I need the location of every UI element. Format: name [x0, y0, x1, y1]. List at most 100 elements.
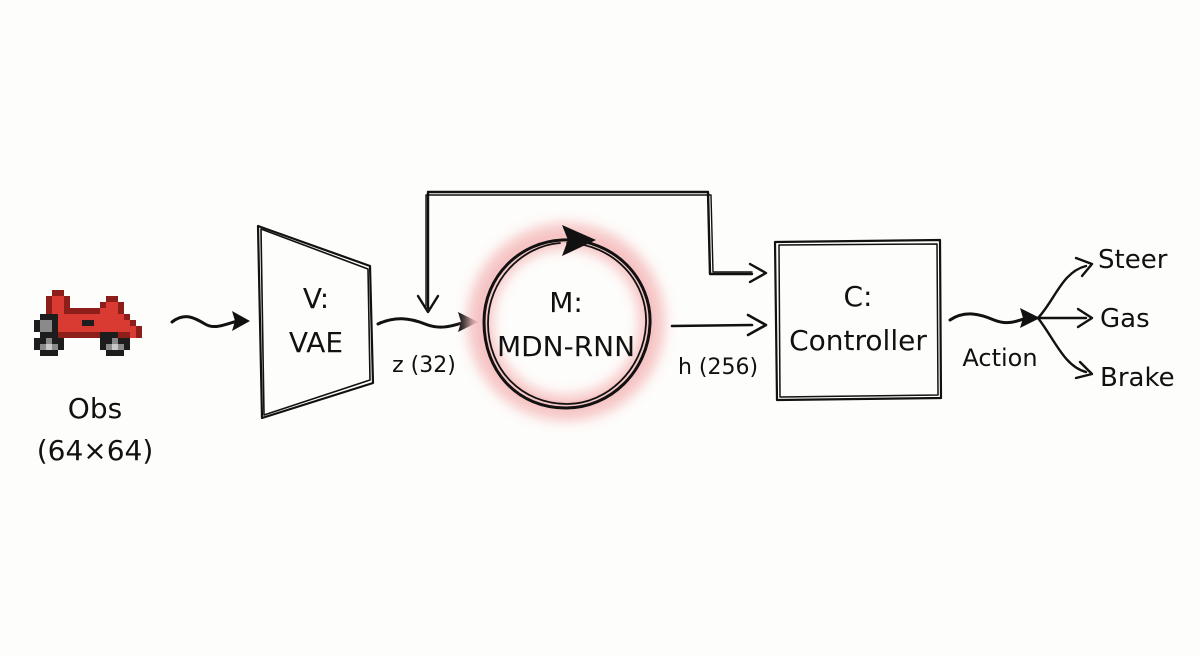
car-pixel — [34, 344, 40, 350]
car-pixel — [46, 326, 52, 332]
car-pixel — [82, 320, 88, 326]
car-pixel — [70, 308, 76, 314]
car-pixel — [100, 344, 106, 350]
car-pixel — [118, 320, 124, 326]
car-pixel — [136, 326, 142, 332]
car-pixel — [76, 314, 82, 320]
arrow-obs-to-vae — [170, 311, 250, 331]
car-pixel — [40, 320, 46, 326]
car-pixel — [106, 338, 112, 344]
car-pixel — [112, 338, 118, 344]
car-pixel — [118, 332, 124, 338]
car-pixel — [118, 308, 124, 314]
car-pixel — [58, 320, 64, 326]
car-pixel — [94, 308, 100, 314]
car-pixel — [58, 338, 64, 344]
output-brake: Brake — [1100, 363, 1175, 393]
car-pixel — [106, 302, 112, 308]
car-pixel — [100, 332, 106, 338]
car-pixel — [52, 302, 58, 308]
car-pixel — [130, 320, 136, 326]
car-pixel — [112, 314, 118, 320]
car-pixel — [70, 326, 76, 332]
car-pixel — [124, 338, 130, 344]
car-pixel — [64, 320, 70, 326]
car-pixel — [100, 314, 106, 320]
car-pixel — [106, 332, 112, 338]
car-pixel — [52, 332, 58, 338]
car-pixel — [112, 302, 118, 308]
controller-subtitle: Controller — [789, 324, 927, 357]
car-pixel — [34, 326, 40, 332]
obs-label: Obs — [68, 392, 122, 425]
car-pixel — [70, 314, 76, 320]
arrow-feedback-loop — [416, 190, 768, 314]
car-pixel — [106, 308, 112, 314]
car-pixel — [46, 332, 52, 338]
car-pixel — [112, 326, 118, 332]
car-pixel — [106, 314, 112, 320]
car-pixel — [76, 308, 82, 314]
car-pixel — [82, 308, 88, 314]
car-pixel — [100, 320, 106, 326]
car-pixel — [100, 338, 106, 344]
car-pixel — [94, 314, 100, 320]
car-pixel — [106, 320, 112, 326]
car-pixel — [118, 326, 124, 332]
z-label: z (32) — [392, 353, 456, 378]
arrow-h — [670, 313, 768, 337]
car-pixel — [112, 350, 118, 356]
car-pixel — [124, 314, 130, 320]
car-pixel — [106, 350, 112, 356]
car-pixel — [118, 338, 124, 344]
car-pixel — [58, 290, 64, 296]
car-pixel — [46, 350, 52, 356]
car-pixel — [52, 314, 58, 320]
car-pixel — [82, 326, 88, 332]
car-pixel — [76, 332, 82, 338]
car-pixel — [94, 326, 100, 332]
car-pixel — [118, 314, 124, 320]
car-pixel — [112, 296, 118, 302]
car-pixel — [58, 296, 64, 302]
car-pixel — [46, 344, 52, 350]
arrowhead-icon — [1020, 308, 1040, 328]
arrow-action — [948, 308, 1040, 328]
controller-title: C: — [844, 280, 873, 313]
obs-size-label: (64×64) — [37, 434, 154, 467]
car-pixel — [70, 320, 76, 326]
car-pixel — [40, 338, 46, 344]
car-pixel — [64, 296, 70, 302]
car-pixel — [40, 326, 46, 332]
car-pixel — [88, 308, 94, 314]
car-pixel — [88, 314, 94, 320]
car-pixel — [94, 320, 100, 326]
car-pixel — [100, 302, 106, 308]
car-pixel — [52, 320, 58, 326]
car-pixel — [112, 344, 118, 350]
car-pixel — [106, 296, 112, 302]
car-pixel — [52, 326, 58, 332]
car-pixel — [106, 344, 112, 350]
output-steer: Steer — [1098, 245, 1168, 275]
car-pixel — [118, 302, 124, 308]
car-pixel — [34, 320, 40, 326]
car-pixel — [34, 338, 40, 344]
car-pixel — [100, 308, 106, 314]
car-pixel — [106, 326, 112, 332]
arrowhead-icon — [232, 311, 250, 331]
car-pixel — [88, 326, 94, 332]
mdn-rnn-subtitle: MDN-RNN — [497, 330, 635, 363]
vae-subtitle: VAE — [289, 326, 343, 359]
car-pixel — [46, 314, 52, 320]
car-pixel — [52, 350, 58, 356]
car-pixel — [52, 296, 58, 302]
car-pixel — [58, 326, 64, 332]
car-pixel — [64, 314, 70, 320]
car-pixel — [94, 332, 100, 338]
car-pixel — [118, 344, 124, 350]
car-pixel — [82, 314, 88, 320]
mdn-rnn-title: M: — [549, 286, 583, 319]
car-pixel — [46, 296, 52, 302]
race-car-icon — [34, 290, 142, 356]
